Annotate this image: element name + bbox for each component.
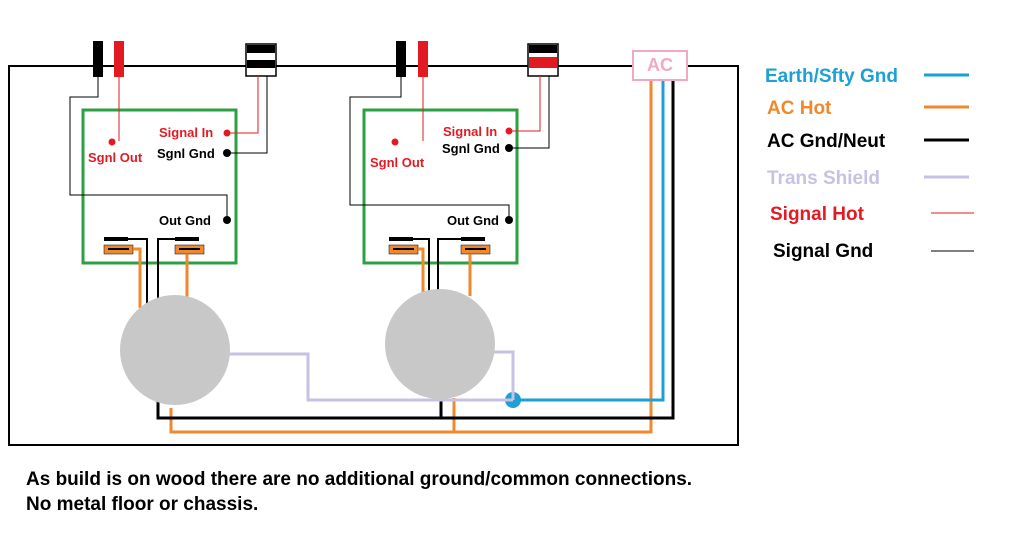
signal-in-label-2: Signal In (443, 124, 497, 139)
legend-label-shield: Trans Shield (767, 168, 880, 189)
ac-connector-bar-1b (175, 237, 199, 241)
sgnl-out-label-2: Sgnl Out (370, 155, 425, 170)
signal-in-node-1 (223, 129, 231, 137)
shield-wire-1 (228, 352, 513, 402)
legend: Earth/Sfty Gnd AC Hot AC Gnd/Neut Trans … (765, 66, 974, 262)
legend-label-signal-gnd: Signal Gnd (773, 241, 873, 262)
trans-sec-black-2b (437, 238, 461, 296)
trans-sec-black-2a (413, 238, 430, 298)
output-post-red-1 (114, 41, 124, 77)
input-jack-2-band (529, 57, 557, 68)
note-line-2: No metal floor or chassis. (26, 494, 259, 515)
ac-connector-bar-1a (104, 237, 128, 241)
out-gnd-wire-2 (349, 77, 510, 220)
out-gnd-label-2: Out Gnd (447, 213, 499, 228)
sgnl-out-node-2 (391, 138, 399, 146)
signal-in-wire-2 (509, 76, 541, 132)
ac-inlet: AC (632, 50, 688, 81)
trans-sec-black-1a (128, 238, 148, 305)
amp-2: Signal In Sgnl Gnd Sgnl Out Out Gnd (349, 41, 559, 399)
signal-in-node-2 (505, 127, 513, 135)
legend-label-earth: Earth/Sfty Gnd (765, 66, 898, 87)
sgnl-gnd-label-1: Sgnl Gnd (157, 146, 215, 161)
trans-sec-black-1b (157, 238, 175, 305)
legend-label-ac-gnd: AC Gnd/Neut (767, 131, 886, 152)
trans-sec-orange-2a (418, 247, 425, 300)
out-gnd-node-1 (223, 216, 231, 224)
legend-label-signal-hot: Signal Hot (770, 204, 865, 225)
sgnl-gnd-label-2: Sgnl Gnd (442, 141, 500, 156)
amp-1: Signal In Sgnl Gnd Sgnl Out Out Gnd (69, 41, 277, 405)
ac-connector-bar-2a (389, 237, 413, 241)
ac-label: AC (647, 55, 673, 75)
note-line-1: As build is on wood there are no additio… (26, 469, 693, 490)
trans-sec-orange-1a (133, 247, 142, 308)
output-post-black-1 (93, 41, 103, 77)
input-jack-1-band (247, 60, 275, 68)
chassis-outline (8, 65, 739, 446)
out-gnd-label-1: Out Gnd (159, 213, 211, 228)
ac-connector-slot-1a (108, 248, 129, 250)
out-gnd-wire-1 (69, 77, 228, 220)
ac-connector-slot-1b (179, 248, 200, 250)
ac-wiring (156, 80, 675, 434)
legend-label-ac-hot: AC Hot (767, 98, 832, 119)
earth-wire (513, 80, 665, 402)
sgnl-gnd-node-2 (505, 144, 513, 152)
shield-wire-2 (494, 350, 515, 400)
input-jack-1-top (247, 45, 275, 53)
sgnl-gnd-node-1 (223, 149, 231, 157)
ac-connector-slot-2b (465, 248, 486, 250)
ac-hot-wire (169, 80, 653, 434)
out-gnd-node-2 (505, 216, 513, 224)
sgnl-out-node-1 (108, 138, 116, 146)
transformer-2 (385, 289, 495, 399)
input-jack-2-top (529, 45, 557, 53)
signal-gnd-wire-2 (509, 76, 550, 149)
sgnl-out-label-1: Sgnl Out (88, 150, 143, 165)
signal-in-wire-1 (227, 76, 259, 134)
signal-gnd-wire-1 (227, 76, 268, 154)
amp-board-1 (81, 108, 238, 265)
output-post-red-2 (418, 41, 428, 77)
output-post-black-2 (396, 41, 406, 77)
ac-connector-bar-2b (461, 237, 485, 241)
amp-board-2 (362, 108, 519, 265)
ac-box (632, 50, 688, 81)
ac-connector-slot-2a (393, 248, 414, 250)
signal-in-label-1: Signal In (159, 125, 213, 140)
transformer-1 (120, 295, 230, 405)
ac-neutral-wire (156, 80, 675, 420)
